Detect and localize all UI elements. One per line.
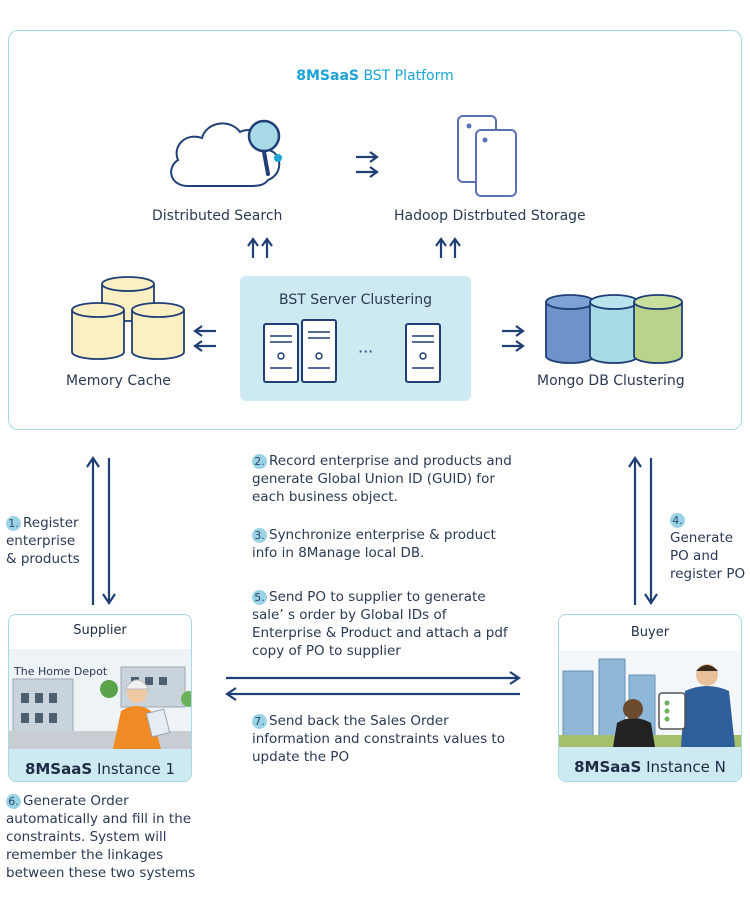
- supplier-title: Supplier: [73, 623, 127, 638]
- vertical-double-arrow-icon: [628, 456, 658, 605]
- left-double-arrow-icon: [193, 325, 216, 352]
- supplier-card: Supplier The Home Depot 8MSaaS Instance …: [8, 614, 192, 782]
- step-6: 6.Generate Order automatically and fill …: [6, 793, 196, 881]
- database-icon: [71, 276, 185, 360]
- up-double-arrow-icon: [435, 237, 461, 258]
- vertical-double-arrow-icon: [86, 456, 116, 605]
- right-double-arrow-icon: [502, 325, 525, 352]
- supplier-illustration: [9, 649, 191, 749]
- storage-devices-icon: [457, 115, 517, 197]
- home-depot-sign: The Home Depot: [14, 665, 108, 678]
- platform-brand: 8MSaaS: [296, 68, 359, 84]
- step-2: 2.Record enterprise and products and gen…: [252, 453, 512, 505]
- buyer-illustration: [559, 651, 741, 747]
- cache-label: Memory Cache: [66, 373, 171, 389]
- mongo-label: Mongo DB Clustering: [537, 373, 685, 389]
- platform-panel: [8, 30, 742, 430]
- buyer-card: Buyer 8MSaaS Instance N: [558, 614, 742, 782]
- storage-label: Hadoop Distrbuted Storage: [394, 208, 586, 224]
- ellipsis: ···: [358, 342, 374, 361]
- right-double-arrow-icon: [356, 151, 379, 178]
- platform-title: 8MSaaS BST Platform: [0, 68, 750, 84]
- buyer-title: Buyer: [630, 625, 670, 640]
- step-7: 7.Send back the Sales Order information …: [252, 713, 505, 765]
- cluster-label: BST Server Clustering: [279, 292, 432, 308]
- step-5: 5.Send PO to supplier to generate sale’ …: [252, 589, 508, 659]
- up-double-arrow-icon: [247, 237, 273, 258]
- platform-title-rest: BST Platform: [363, 68, 454, 84]
- cloud-search-icon: [170, 119, 282, 187]
- step-4: 4.Generate PO and register PO: [670, 513, 746, 582]
- step-3: 3.Synchronize enterprise & product info …: [252, 527, 496, 561]
- search-label: Distributed Search: [152, 208, 283, 224]
- supplier-instance: 8MSaaS Instance 1: [9, 749, 191, 781]
- server-icon: [263, 319, 441, 383]
- buyer-instance: 8MSaaS Instance N: [559, 747, 741, 781]
- step-1: 1.Register enterprise & products: [6, 515, 80, 567]
- database-icon: [545, 294, 683, 364]
- horizontal-double-arrow-icon: [225, 671, 521, 701]
